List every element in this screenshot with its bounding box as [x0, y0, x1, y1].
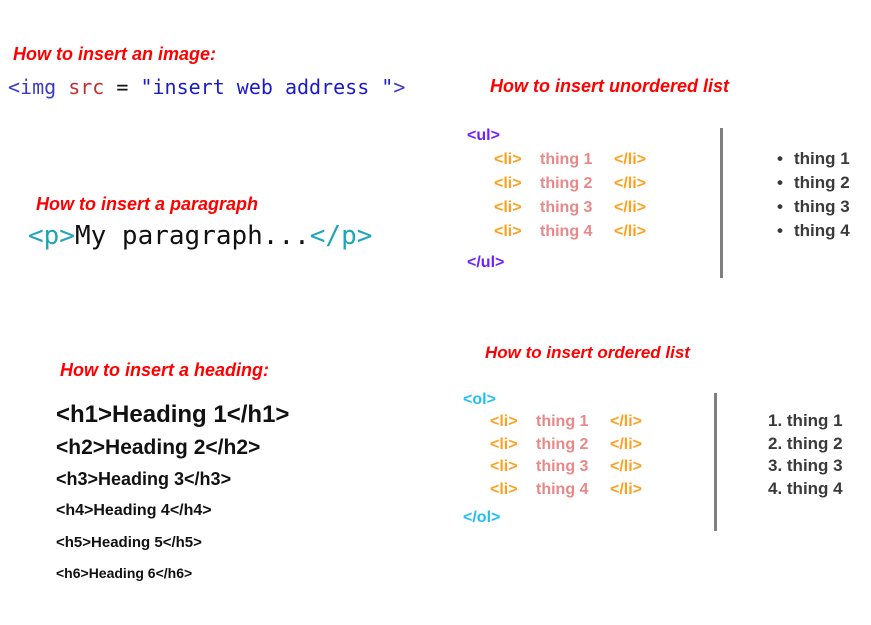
- li-text: thing 1: [540, 151, 593, 168]
- rendered-numbered-item: 2. thing 2: [768, 433, 843, 453]
- p-text: My paragraph...: [74, 221, 310, 251]
- img-equals: =: [104, 75, 141, 99]
- li-text: thing 3: [540, 199, 593, 216]
- image-section-title: How to insert an image:: [13, 44, 217, 64]
- li-close-tag: </li>: [610, 458, 643, 475]
- bullet-icon: •: [777, 149, 783, 168]
- li-close-tag: </li>: [614, 151, 647, 168]
- ol-open-tag: <ol>: [463, 391, 496, 408]
- heading-example-3: <h3>Heading 3</h3>: [56, 469, 232, 489]
- heading-example-4: <h4>Heading 4</h4>: [56, 502, 212, 519]
- li-close-tag: </li>: [610, 480, 643, 498]
- li-open-tag: <li>: [494, 175, 522, 192]
- rendered-numbered-item: 3. thing 3: [768, 456, 843, 475]
- heading-example-2: <h2>Heading 2</h2>: [56, 436, 261, 459]
- rendered-bullet-item: thing 4: [794, 221, 850, 240]
- rendered-bullet-item: thing 3: [794, 197, 850, 216]
- unordered-section-title: How to insert unordered list: [490, 76, 730, 96]
- ul-close-tag: </ul>: [467, 254, 505, 271]
- img-src-attr: src: [68, 75, 105, 99]
- ul-open-tag: <ul>: [467, 127, 500, 144]
- bullet-icon: •: [777, 197, 783, 216]
- rendered-numbered-item: 4. thing 4: [768, 478, 843, 498]
- li-text: thing 2: [536, 435, 589, 453]
- heading-example-1: <h1>Heading 1</h1>: [56, 401, 290, 428]
- img-code-line: <img src = "insert web address ">: [8, 77, 405, 97]
- li-open-tag: <li>: [490, 413, 518, 430]
- img-src-value: "insert web address ": [140, 75, 394, 99]
- heading-example-6: <h6>Heading 6</h6>: [56, 565, 193, 581]
- ol-close-tag: </ol>: [463, 509, 501, 526]
- p-open-tag: <p>: [28, 221, 75, 251]
- bullet-icon: •: [777, 173, 783, 192]
- bullet-icon: •: [777, 221, 783, 240]
- li-text: thing 4: [536, 480, 589, 498]
- rendered-numbered-item: 1. thing 1: [768, 411, 843, 430]
- li-open-tag: <li>: [494, 151, 522, 168]
- li-open-tag: <li>: [490, 458, 518, 475]
- divider: [714, 393, 717, 531]
- img-open-tag: <img: [8, 75, 69, 99]
- li-open-tag: <li>: [494, 199, 522, 216]
- p-close-tag: </p>: [309, 221, 373, 251]
- rendered-bullet-item: thing 2: [794, 173, 850, 192]
- li-open-tag: <li>: [490, 435, 518, 453]
- li-text: thing 1: [536, 413, 589, 430]
- li-close-tag: </li>: [614, 199, 647, 216]
- heading-section-title: How to insert a heading:: [60, 360, 270, 380]
- li-open-tag: <li>: [490, 480, 518, 498]
- heading-example-5: <h5>Heading 5</h5>: [56, 534, 202, 551]
- li-text: thing 4: [540, 223, 593, 240]
- li-close-tag: </li>: [614, 175, 647, 192]
- paragraph-section-title: How to insert a paragraph: [36, 194, 259, 214]
- ordered-section-title: How to insert ordered list: [485, 343, 690, 362]
- p-code-line: <p>My paragraph...</p>: [28, 223, 372, 249]
- li-open-tag: <li>: [494, 223, 522, 240]
- li-close-tag: </li>: [614, 223, 647, 240]
- li-close-tag: </li>: [610, 413, 643, 430]
- li-text: thing 2: [540, 175, 593, 192]
- rendered-bullet-item: thing 1: [794, 149, 850, 168]
- li-text: thing 3: [536, 458, 589, 475]
- img-close-bracket: >: [393, 75, 406, 99]
- li-close-tag: </li>: [610, 435, 643, 453]
- divider: [720, 128, 723, 278]
